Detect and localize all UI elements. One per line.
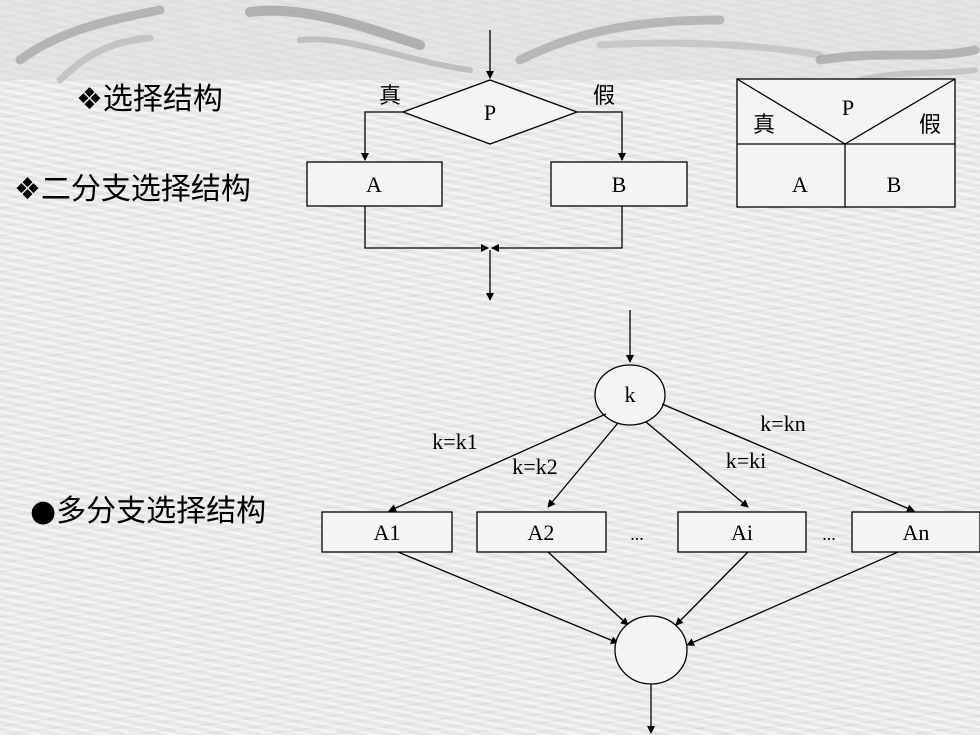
false-box	[550, 161, 688, 207]
heading-selection: ❖选择结构	[76, 82, 223, 117]
ns-false-box-label: B	[887, 172, 902, 197]
flow-false-box-label: B	[612, 172, 627, 197]
box-ai	[677, 511, 807, 553]
multi-branch-flowchart	[321, 310, 980, 734]
ns-true-label: 真	[753, 113, 775, 138]
flow-true-box-label: A	[366, 172, 382, 197]
true-branch-line	[361, 111, 403, 161]
box-an	[851, 511, 980, 553]
edge-label-k1: k=k1	[432, 429, 477, 454]
flow-true-label: 真	[379, 84, 401, 109]
box-an-label: An	[903, 520, 930, 545]
heading-two-branch: ❖二分支选择结构	[14, 172, 251, 207]
merge-from-a2	[547, 551, 629, 626]
ns-condition-label: P	[842, 95, 854, 120]
edge-to-an	[661, 403, 915, 512]
true-merge-line	[364, 206, 489, 252]
merge-from-ai	[675, 551, 749, 626]
selector-label: k	[625, 382, 636, 407]
ns-chart	[736, 78, 956, 208]
box-a1-label: A1	[374, 520, 401, 545]
box-a2-label: A2	[528, 520, 555, 545]
edge-to-a2	[547, 422, 619, 508]
merge-from-a1	[397, 551, 619, 645]
edge-to-ai	[645, 421, 749, 508]
flow-condition-label: P	[484, 100, 496, 125]
box-ai-label: Ai	[731, 520, 753, 545]
ellipsis-left: ...	[630, 524, 644, 544]
ns-true-diagonal	[736, 78, 846, 145]
selector-circle	[594, 364, 666, 426]
edge-label-kn: k=kn	[760, 411, 805, 436]
merge-from-an	[686, 551, 899, 646]
false-merge-line	[491, 206, 623, 252]
edge-label-k2: k=k2	[512, 454, 557, 479]
heading-multi-branch: ●多分支选择结构	[30, 494, 267, 529]
ns-false-diagonal	[844, 78, 956, 145]
ellipsis-right: ...	[822, 524, 836, 544]
true-box	[306, 161, 443, 207]
ns-false-label: 假	[919, 113, 941, 138]
box-a2	[476, 511, 607, 553]
box-a1	[321, 511, 453, 553]
two-branch-flowchart	[306, 30, 688, 301]
flow-false-label: 假	[593, 84, 615, 109]
edge-to-a1	[388, 413, 607, 512]
false-branch-line	[577, 111, 626, 161]
ns-true-box-label: A	[792, 172, 808, 197]
edge-label-ki: k=ki	[726, 448, 767, 473]
merge-circle	[614, 615, 688, 685]
